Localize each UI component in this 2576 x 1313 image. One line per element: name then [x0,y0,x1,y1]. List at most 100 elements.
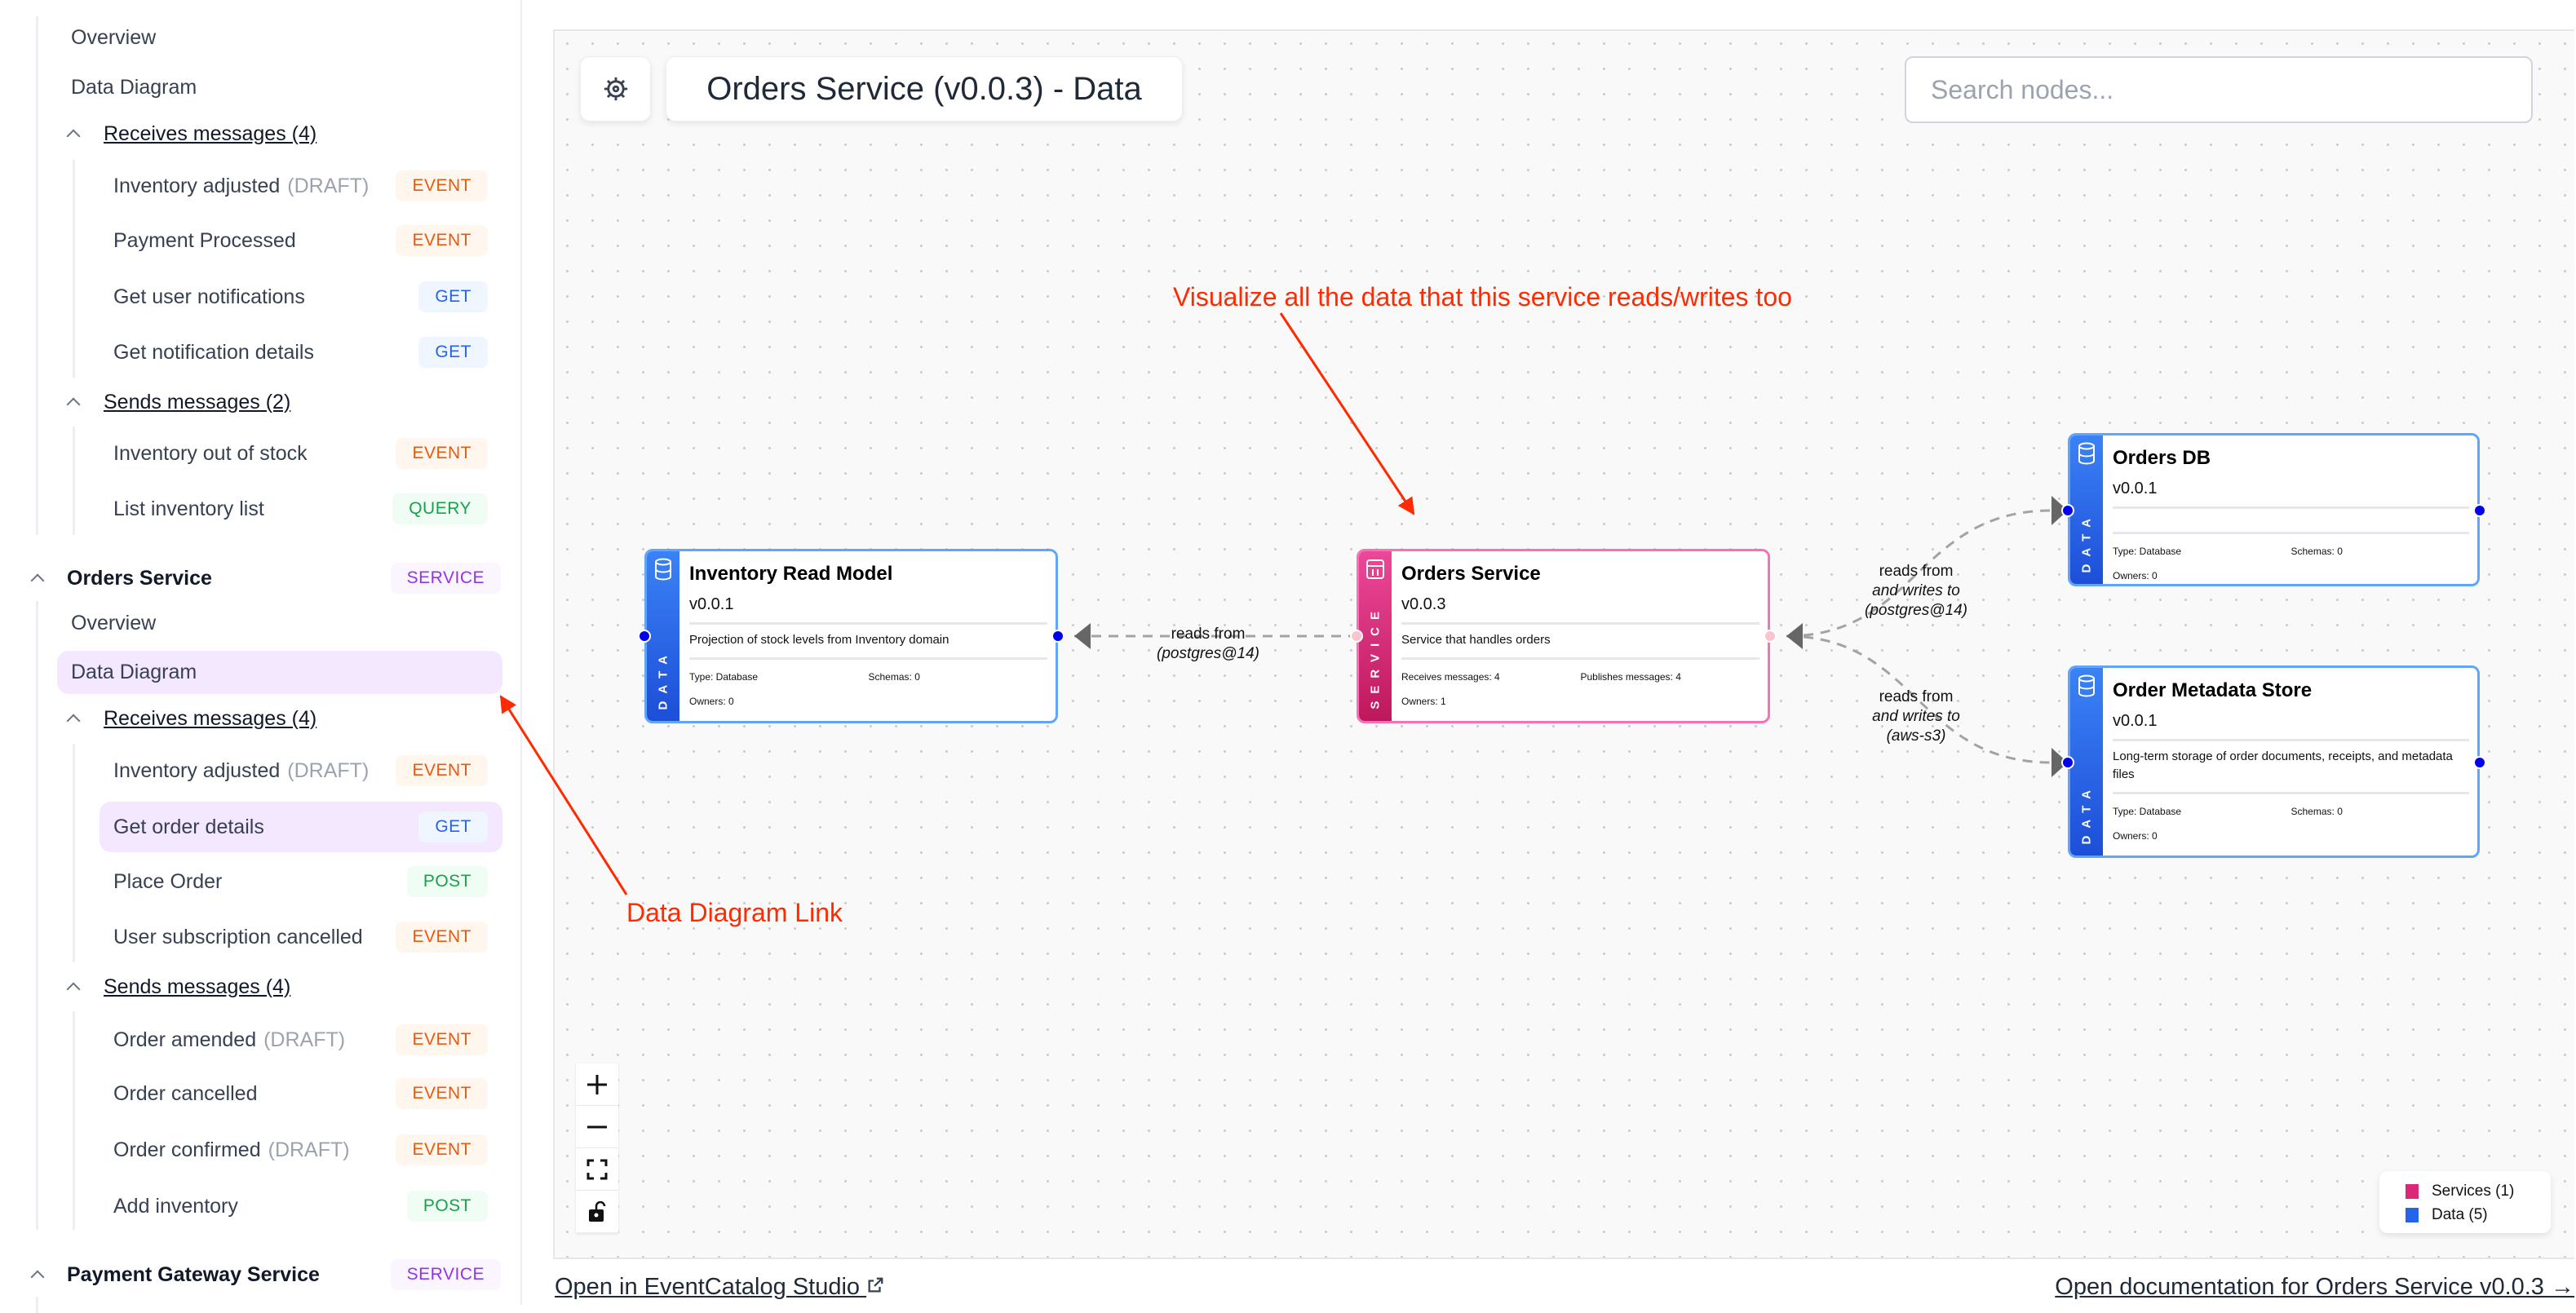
node-handle[interactable] [638,630,651,643]
node-receives: Receives messages: 4 [1401,671,1500,683]
sidebar-item[interactable]: Order cancelled [113,1077,257,1110]
node-type: Type: Database [2113,546,2182,557]
node-handle[interactable] [2473,504,2486,517]
open-documentation-link[interactable]: Open documentation for Orders Service v0… [2055,1274,2574,1300]
node-schemas: Schemas: 0 [2291,546,2343,557]
message-type-badge: GET [418,811,488,842]
toggle-lock-button[interactable] [576,1191,618,1233]
database-icon [655,558,671,581]
sidebar-item-label: Order confirmed [113,1138,261,1161]
node-description [2113,512,2469,524]
zoom-in-button[interactable] [576,1063,618,1106]
node-type-label: DATA [656,648,671,710]
sidebar-item-label: Inventory adjusted [113,758,281,782]
database-icon [2078,442,2095,465]
sidebar-item[interactable]: Add inventory [113,1190,238,1222]
sidebar-header[interactable]: Receives messages (4) [104,702,316,735]
sidebar-item[interactable]: Order confirmed(DRAFT) [113,1134,350,1166]
node-type-strip: DATA [2070,668,2103,855]
sidebar-header[interactable]: Sends messages (4) [104,970,290,1003]
arrowhead [2052,748,2068,777]
diagram-title: Orders Service (v0.0.3) - Data [666,56,1183,122]
sidebar-item-label: Get user notifications [113,285,305,308]
sidebar-header[interactable]: Sends messages (2) [104,386,290,418]
legend-item-services[interactable]: Services (1) [2406,1179,2551,1203]
sidebar-item-label: Order amended [113,1028,257,1051]
node-handle[interactable] [2061,756,2074,769]
sidebar-item-label: Payment Gateway Service [67,1262,320,1286]
sidebar-item[interactable]: Get order details [113,811,264,843]
sidebar-service[interactable]: Payment Gateway Service [67,1258,320,1291]
sidebar-header[interactable]: Receives messages (4) [104,117,316,150]
edge-label: reads from(postgres@14) [1157,626,1259,662]
sidebar-item[interactable]: Inventory adjusted(DRAFT) [113,754,369,787]
sidebar-item-label: Sends messages (4) [104,975,291,998]
node-title: Orders DB [2113,447,2211,469]
sidebar-item-label: Add inventory [113,1194,238,1218]
message-type-badge: EVENT [396,1024,488,1055]
sidebar-item[interactable]: Payment Processed [113,224,296,257]
node-type-strip: DATA [2070,435,2103,584]
tree-guide [73,744,75,962]
node-orders-service[interactable]: SERVICE Orders Service v0.0.3 Service th… [1357,549,1770,723]
node-description: Long-term storage of order documents, re… [2113,749,2453,781]
sidebar-link[interactable]: Overview [71,21,156,54]
node-version: v0.0.1 [689,595,734,613]
node-handle[interactable] [1051,630,1064,643]
sidebar-link[interactable]: Data Diagram [71,656,197,688]
message-type-badge: EVENT [396,922,488,953]
sidebar-item[interactable]: Inventory out of stock [113,437,308,470]
sidebar-item-label: Overview [71,25,157,49]
sidebar-link[interactable]: Data Diagram [71,71,197,104]
search-nodes-input[interactable] [1905,56,2533,123]
sidebar-item-label: List inventory list [113,497,264,520]
service-icon [1366,559,1384,579]
node-owners: Owners: 0 [2113,570,2158,581]
sidebar-item[interactable]: User subscription cancelled [113,921,363,953]
fit-view-button[interactable] [576,1148,618,1191]
node-handle[interactable] [1764,630,1777,643]
node-handle[interactable] [2473,756,2486,769]
sidebar-item-label: Get order details [113,815,264,838]
node-handle[interactable] [1350,630,1363,643]
sidebar-item-label: Get notification details [113,340,314,364]
annotation-text: Visualize all the data that this service… [1173,282,1792,312]
annotation-arrow [499,695,628,895]
arrowhead [1074,623,1091,649]
sidebar-item[interactable]: Place Order [113,865,222,898]
node-owners: Owners: 0 [2113,830,2158,842]
message-type-badge: EVENT [396,225,488,256]
zoom-out-button[interactable] [576,1106,618,1148]
sidebar-item-label: Inventory out of stock [113,441,308,465]
sidebar-item[interactable]: Inventory adjusted(DRAFT) [113,170,369,202]
annotation-text: Data Diagram Link [626,898,843,927]
legend-swatch [2406,1183,2419,1199]
draft-label: (DRAFT) [263,1028,346,1051]
sidebar-item[interactable]: List inventory list [113,493,264,525]
minus-icon [587,1125,607,1128]
sidebar-service[interactable]: Orders Service [67,562,212,595]
sidebar-item-label: Data Diagram [71,75,197,99]
node-description: Service that handles orders [1401,633,1551,647]
open-studio-link[interactable]: Open in EventCatalog Studio [555,1274,884,1301]
message-type-badge: EVENT [396,438,488,469]
node-type-strip: SERVICE [1359,551,1392,721]
sidebar-item-label: Receives messages (4) [104,706,317,730]
sidebar-link[interactable]: Overview [71,607,156,639]
sidebar-item[interactable]: Order amended (DRAFT) [113,1023,345,1056]
tree-guide [73,427,75,535]
sidebar-item[interactable]: Get user notifications [113,281,305,313]
message-type-badge: EVENT [396,1134,488,1165]
sidebar-item[interactable]: Get notification details [113,336,314,369]
node-order-metadata-store[interactable]: DATA Order Metadata Store v0.0.1 Long-te… [2068,665,2480,858]
settings-button[interactable] [580,56,651,122]
sidebar-item-label: Payment Processed [113,228,296,252]
node-type: Type: Database [2113,806,2182,817]
legend-item-data[interactable]: Data (5) [2406,1203,2551,1227]
tree-guide [36,16,38,535]
node-handle[interactable] [2061,504,2074,517]
node-inventory-read-model[interactable]: DATA Inventory Read Model v0.0.1 Project… [644,549,1058,723]
